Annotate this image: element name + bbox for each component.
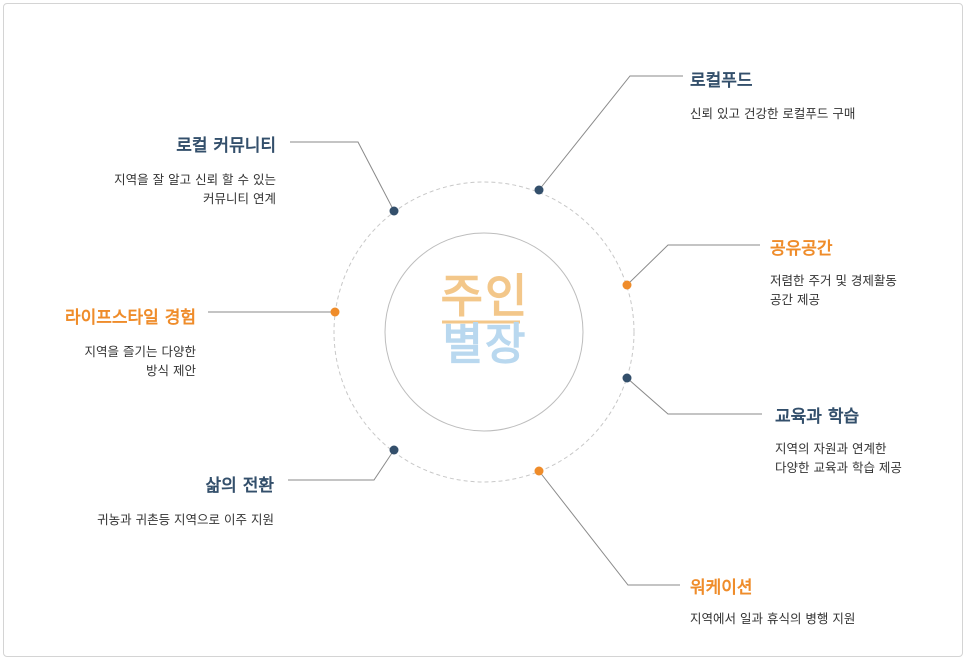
inner-ring [384, 232, 584, 432]
dot-lifestyle [330, 307, 340, 317]
node-shared-space-title: 공유공간 [770, 239, 833, 259]
node-lifestyle-desc: 지역을 즐기는 다양한 방식 제안 [85, 342, 196, 380]
dot-workation [534, 466, 544, 476]
node-local-community-desc-line: 커뮤니티 연계 [203, 191, 276, 206]
node-lifestyle-desc-line: 방식 제안 [146, 363, 196, 378]
dot-life-change [389, 445, 399, 455]
node-local-food-title: 로컬푸드 [690, 71, 753, 91]
dot-education [622, 373, 632, 383]
connector-local-food [538, 75, 683, 191]
dot-shared-space [622, 280, 632, 290]
node-lifestyle-title: 라이프스타일 경험 [64, 308, 196, 328]
connector-workation [538, 470, 680, 586]
connector-local-community [290, 141, 395, 212]
node-life-change-title: 삶의 전환 [205, 476, 274, 496]
center-logo: 주인 별장 [420, 270, 550, 368]
node-shared-space-desc-line: 저렴한 주거 및 경제활동 [770, 273, 897, 288]
node-local-community-desc: 지역을 잘 알고 신뢰 할 수 있는 커뮤니티 연계 [114, 170, 276, 208]
node-local-food-desc: 신뢰 있고 건강한 로컬푸드 구매 [690, 104, 855, 123]
logo-top-text: 주인 [440, 269, 530, 323]
node-local-community-desc-line: 지역을 잘 알고 신뢰 할 수 있는 [114, 172, 276, 187]
node-local-community-title: 로컬 커뮤니티 [176, 136, 276, 156]
dot-local-food [534, 185, 544, 195]
outer-dashed-ring [333, 181, 635, 483]
node-life-change-desc: 귀농과 귀촌등 지역으로 이주 지원 [97, 510, 274, 529]
node-workation-desc-line: 지역에서 일과 휴식의 병행 지원 [690, 611, 856, 626]
node-education-desc-line: 지역의 자원과 연계한 [775, 441, 887, 456]
node-education-desc: 지역의 자원과 연계한 다양한 교육과 학습 제공 [775, 439, 902, 477]
node-education-desc-line: 다양한 교육과 학습 제공 [775, 460, 902, 475]
logo-bottom-text: 별장 [442, 319, 528, 370]
node-workation-title: 워케이션 [690, 578, 753, 598]
connector-education [626, 377, 762, 415]
dot-local-community [389, 206, 399, 216]
node-workation-desc: 지역에서 일과 휴식의 병행 지원 [690, 609, 855, 628]
node-shared-space-desc: 저렴한 주거 및 경제활동 공간 제공 [770, 271, 897, 309]
node-life-change-desc-line: 귀농과 귀촌등 지역으로 이주 지원 [97, 512, 274, 527]
node-shared-space-desc-line: 공간 제공 [770, 292, 820, 307]
connector-shared-space [626, 244, 760, 286]
node-education-title: 교육과 학습 [775, 407, 860, 427]
connector-life-change [288, 449, 395, 481]
node-local-food-desc-line: 신뢰 있고 건강한 로컬푸드 구매 [690, 106, 856, 121]
node-lifestyle-desc-line: 지역을 즐기는 다양한 [84, 344, 196, 359]
